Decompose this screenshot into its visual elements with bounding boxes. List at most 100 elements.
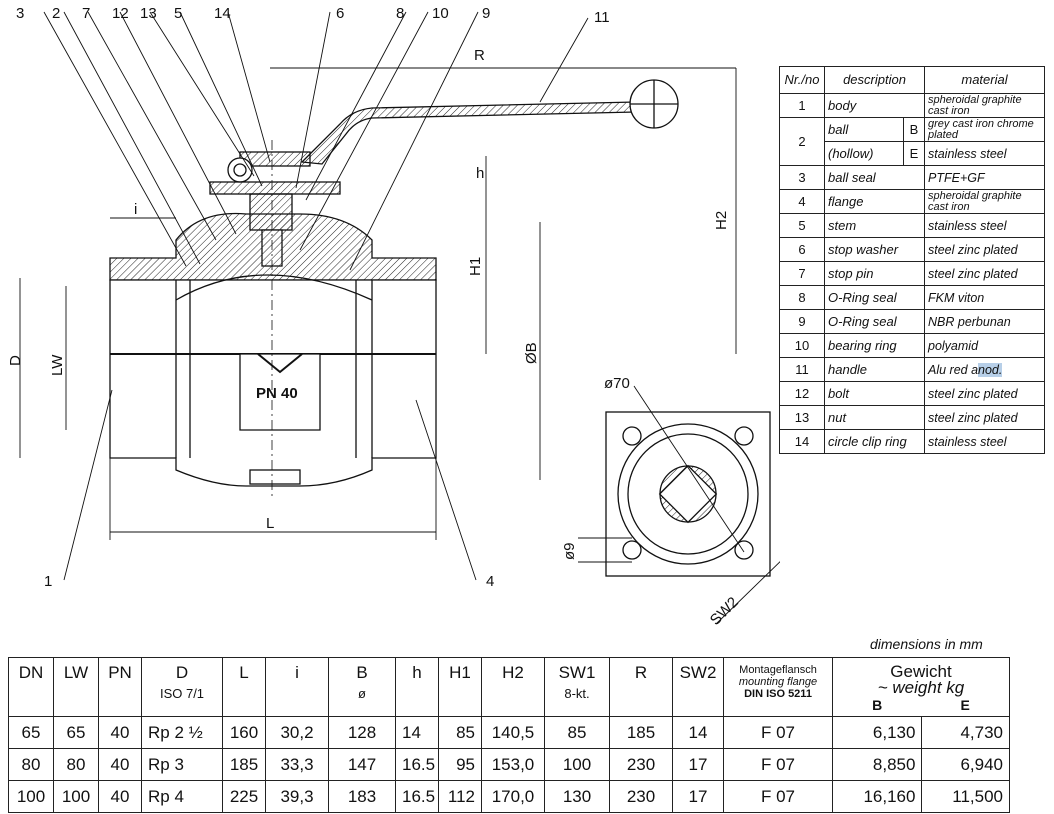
dims-cell: 230 <box>609 780 673 813</box>
selected-text[interactable]: nod. <box>978 362 1003 377</box>
parts-row: 11 handle Alu red anod. <box>779 357 1045 382</box>
parts-row: 2 ball B grey cast iron chrome plated <box>779 117 1045 166</box>
parts-row: 7 stop pin steel zinc plated <box>779 261 1045 286</box>
valve-drawing: 3 2 7 12 13 5 14 6 8 10 9 11 1 4 R h H1 … <box>7 5 780 629</box>
dims-cell: 39,3 <box>265 780 329 813</box>
dim-B: ØB <box>523 342 540 364</box>
col-SW2: SW2 <box>672 657 724 717</box>
callout-8: 8 <box>396 5 404 22</box>
dims-cell: Rp 4 <box>141 780 223 813</box>
part-description: body <box>824 93 925 118</box>
callout-12: 12 <box>112 5 129 22</box>
dim-D: D <box>7 355 24 366</box>
dims-cell: 140,5 <box>481 716 545 749</box>
dim-H2: H2 <box>713 211 730 230</box>
parts-row: 3 ball seal PTFE+GF <box>779 165 1045 190</box>
col-L: L <box>222 657 266 717</box>
dims-cell: F 07 <box>723 748 833 781</box>
pressure-mark: PN 40 <box>256 385 298 402</box>
parts-header-no: Nr./no <box>779 66 825 94</box>
part-description: O-Ring seal <box>824 285 925 310</box>
parts-row: 14 circle clip ring stainless steel <box>779 429 1045 454</box>
part-no: 3 <box>779 165 825 190</box>
col-R: R <box>609 657 673 717</box>
dims-cell: 65 <box>8 716 54 749</box>
part-no: 12 <box>779 381 825 406</box>
dims-cell: 11,500 <box>921 780 1010 813</box>
dims-cell: 14 <box>672 716 724 749</box>
part-material: steel zinc plated <box>924 261 1045 286</box>
dims-cell: 100 <box>53 780 99 813</box>
part-description: nut <box>824 405 925 430</box>
dims-cell: 95 <box>438 748 482 781</box>
part-material: grey cast iron chrome plated <box>924 117 1045 142</box>
part-description: stop pin <box>824 261 925 286</box>
part-no: 11 <box>779 357 825 382</box>
callout-6: 6 <box>336 5 344 22</box>
dims-cell: 85 <box>438 716 482 749</box>
dims-cell: 130 <box>544 780 610 813</box>
dims-caption: dimensions in mm <box>870 636 983 652</box>
part-no: 10 <box>779 333 825 358</box>
dims-cell: 65 <box>53 716 99 749</box>
parts-row: 4 flange spheroidal graphite cast iron <box>779 189 1045 214</box>
dim-i: i <box>134 201 137 218</box>
dims-cell: 85 <box>544 716 610 749</box>
dims-cell: Rp 2 ½ <box>141 716 223 749</box>
part-material: Alu red anod. <box>924 357 1045 382</box>
part-description: stop washer <box>824 237 925 262</box>
dims-cell: 100 <box>8 780 54 813</box>
dim-flange-dia: ø70 <box>604 375 630 392</box>
part-material-text: Alu red a <box>928 362 979 377</box>
dims-cell: 160 <box>222 716 266 749</box>
dims-cell: Rp 3 <box>141 748 223 781</box>
dim-h: h <box>476 165 484 182</box>
part-material: steel zinc plated <box>924 405 1045 430</box>
callout-10: 10 <box>432 5 449 22</box>
part-description: O-Ring seal <box>824 309 925 334</box>
parts-row: (hollow) E stainless steel <box>780 141 1045 166</box>
dims-cell: 100 <box>544 748 610 781</box>
parts-row: 9 O-Ring seal NBR perbunan <box>779 309 1045 334</box>
dims-cell: 16.5 <box>395 780 439 813</box>
col-i: i <box>265 657 329 717</box>
part-no: 1 <box>779 93 825 118</box>
dims-cell: 17 <box>672 780 724 813</box>
part-description: (hollow) <box>824 141 904 166</box>
callout-13: 13 <box>140 5 157 22</box>
part-no: 6 <box>779 237 825 262</box>
dim-R: R <box>474 47 485 64</box>
dims-cell: 6,130 <box>831 716 923 749</box>
dim-L: L <box>266 515 274 532</box>
col-LW: LW <box>53 657 99 717</box>
col-DN: DN <box>8 657 54 717</box>
callout-4: 4 <box>486 573 494 590</box>
part-description: stem <box>824 213 925 238</box>
part-material: steel zinc plated <box>924 237 1045 262</box>
handle <box>300 101 637 165</box>
part-no: 4 <box>779 189 825 214</box>
part-material: stainless steel <box>924 141 1045 166</box>
part-material: steel zinc plated <box>924 381 1045 406</box>
dims-cell: 40 <box>98 716 142 749</box>
part-material: stainless steel <box>924 429 1045 454</box>
dim-SW2: SW2 <box>707 594 742 629</box>
parts-row: 8 O-Ring seal FKM viton <box>779 285 1045 310</box>
dims-cell: 185 <box>222 748 266 781</box>
col-h: h <box>395 657 439 717</box>
part-no: 2 <box>779 117 825 166</box>
dims-cell: 40 <box>98 780 142 813</box>
parts-row: 13 nut steel zinc plated <box>779 405 1045 430</box>
dims-cell: 183 <box>328 780 396 813</box>
dims-cell: 16.5 <box>395 748 439 781</box>
part-material: stainless steel <box>924 213 1045 238</box>
part-material: NBR perbunan <box>924 309 1045 334</box>
callout-9: 9 <box>482 5 490 22</box>
part-no: 9 <box>779 309 825 334</box>
callout-5: 5 <box>174 5 182 22</box>
